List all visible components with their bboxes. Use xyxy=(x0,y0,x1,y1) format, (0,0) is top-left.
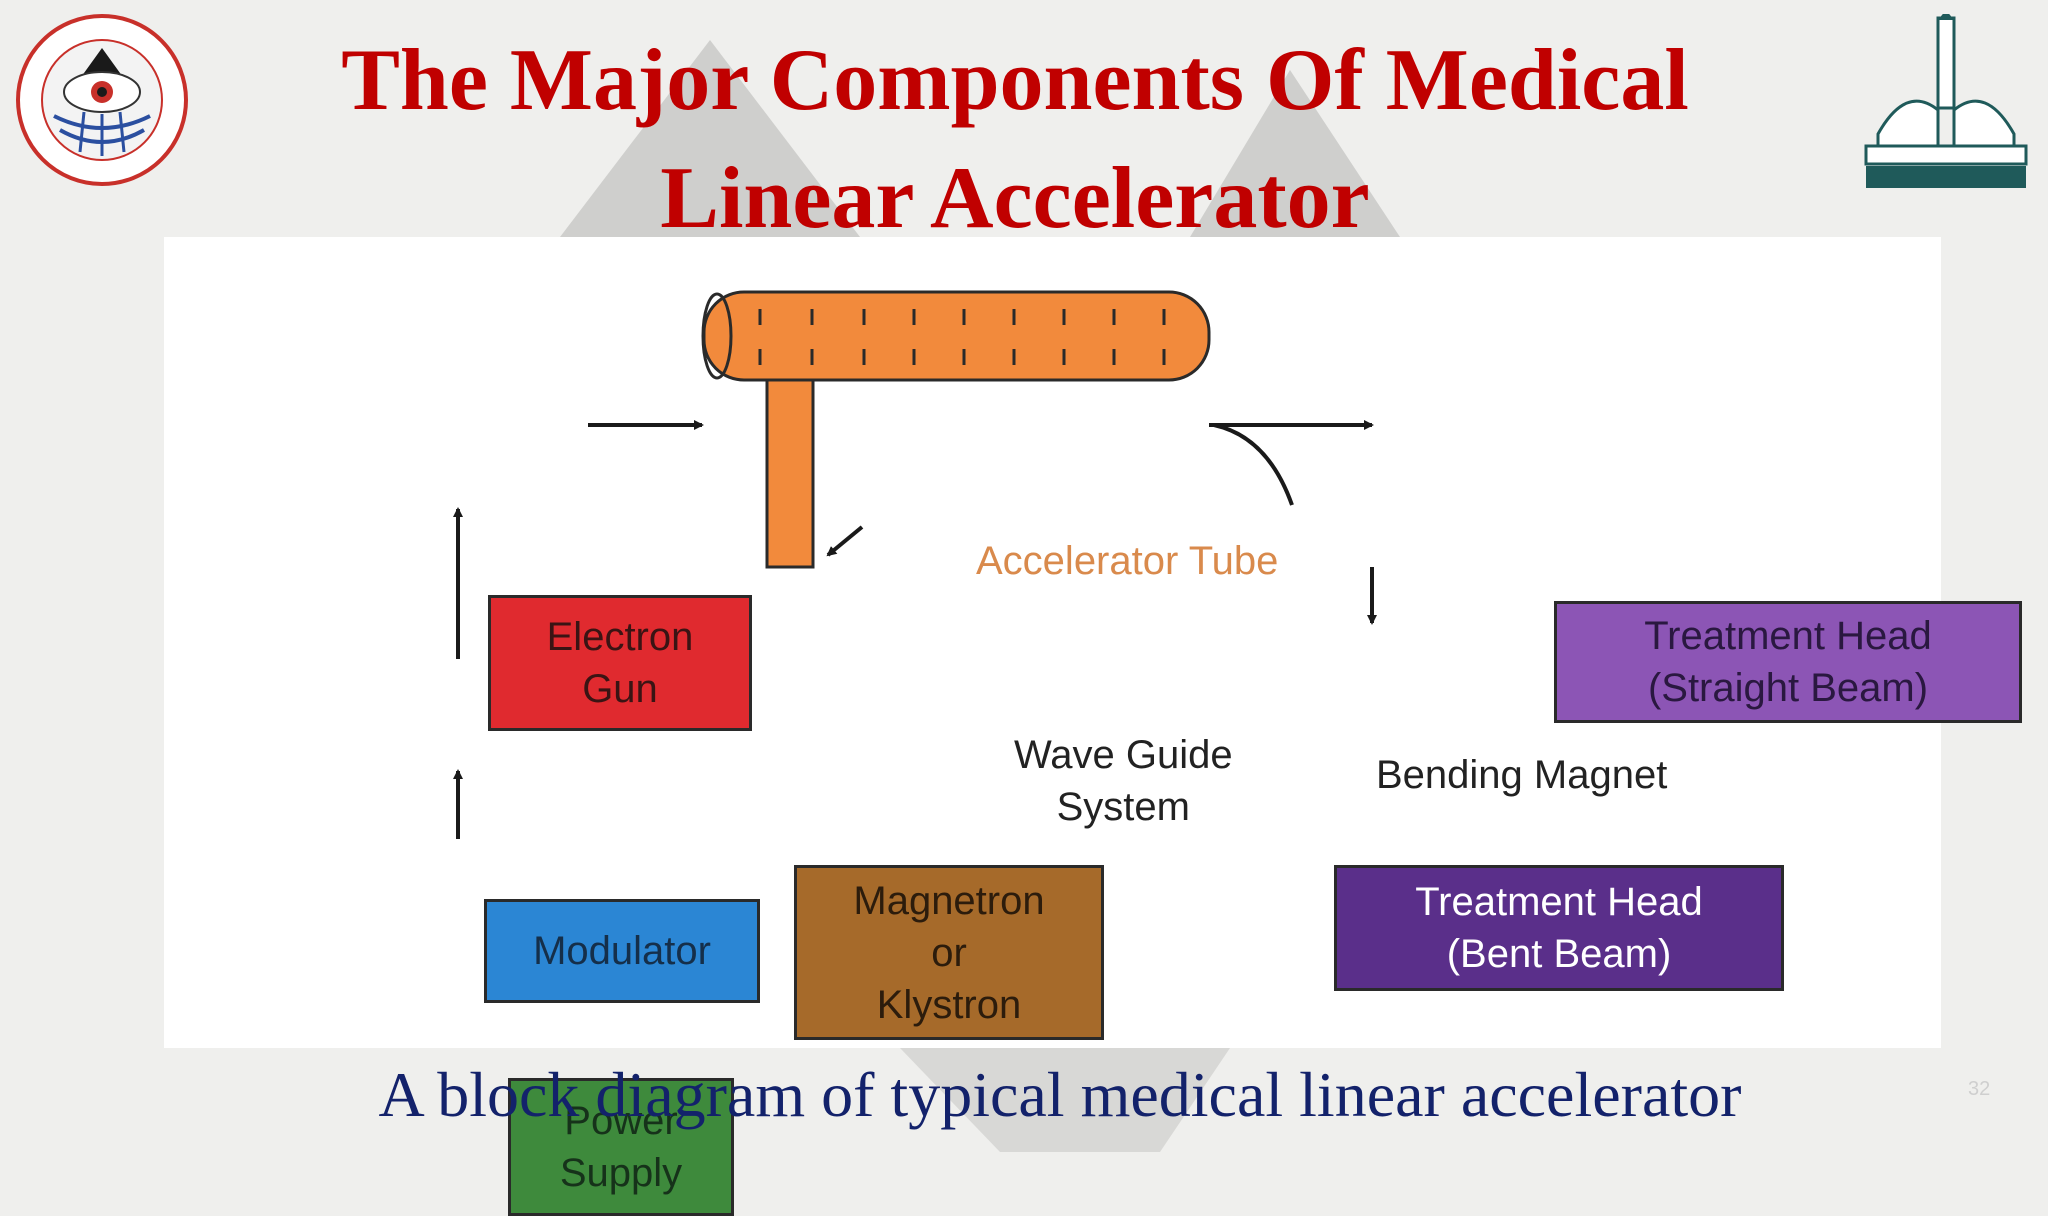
background-wedge-right xyxy=(1190,70,1400,237)
background-wedge-bottom xyxy=(900,1048,1230,1152)
slide-caption: A block diagram of typical medical linea… xyxy=(378,1059,1742,1130)
treatment-head-bent-line2: (Bent Beam) xyxy=(1446,932,1672,976)
wave-guide-label-line2: System xyxy=(1056,785,1190,829)
treatment-head-bent-line1: Treatment Head xyxy=(1415,880,1703,924)
background-decoration xyxy=(560,40,1400,1152)
background-wedge-left xyxy=(560,40,860,237)
slide-title-line1: The Major Components Of Medical xyxy=(341,32,1689,129)
wave-guide-label-line1: Wave Guide xyxy=(1014,733,1233,777)
treatment-head-straight-box: Treatment Head (Straight Beam) xyxy=(1554,601,2022,723)
slide-title-line2: Linear Accelerator xyxy=(660,150,1370,247)
diagram-connectors xyxy=(453,290,1377,839)
treatment-head-straight-line2: (Straight Beam) xyxy=(1647,666,1929,710)
university-logo xyxy=(1858,10,2034,195)
magnetron-line3: Klystron xyxy=(876,982,1022,1027)
bending-magnet-label: Bending Magnet xyxy=(1376,753,1668,797)
power-supply-line2: Supply xyxy=(559,1151,683,1195)
slide-title: The Major Components Of Medical Linear A… xyxy=(260,22,1770,258)
institute-logo xyxy=(14,12,190,193)
magnetron-line1: Magnetron xyxy=(853,878,1045,923)
page-number: 32 xyxy=(1968,1078,1991,1100)
treatment-head-straight-line1: Treatment Head xyxy=(1644,614,1932,658)
accelerator-tube-label: Accelerator Tube xyxy=(976,539,1279,583)
magnetron-line2: or xyxy=(931,930,967,975)
electron-gun-line2: Gun xyxy=(582,667,658,711)
tube-cavity-marks xyxy=(758,309,1166,365)
diagram-panel: Accelerator Tube Wave Guide System Bendi… xyxy=(164,237,2022,1216)
modulator-line1: Modulator xyxy=(533,929,711,973)
accelerator-tube xyxy=(702,290,1211,382)
power-supply-line1: Power xyxy=(564,1099,678,1143)
magnetron-klystron-box: Magnetron or Klystron xyxy=(794,865,1104,1040)
modulator-box: Modulator xyxy=(484,899,760,1003)
electron-gun-box: Electron Gun xyxy=(488,595,752,731)
electron-gun-line1: Electron xyxy=(546,615,694,659)
bending-magnet-curve xyxy=(1213,423,1294,506)
arrow-wave-guide-pointer xyxy=(826,525,864,557)
waveguide-pipe xyxy=(765,365,815,569)
treatment-head-bent-box: Treatment Head (Bent Beam) xyxy=(1334,865,1784,991)
wave-guide-label: Wave Guide System xyxy=(1014,729,1233,833)
